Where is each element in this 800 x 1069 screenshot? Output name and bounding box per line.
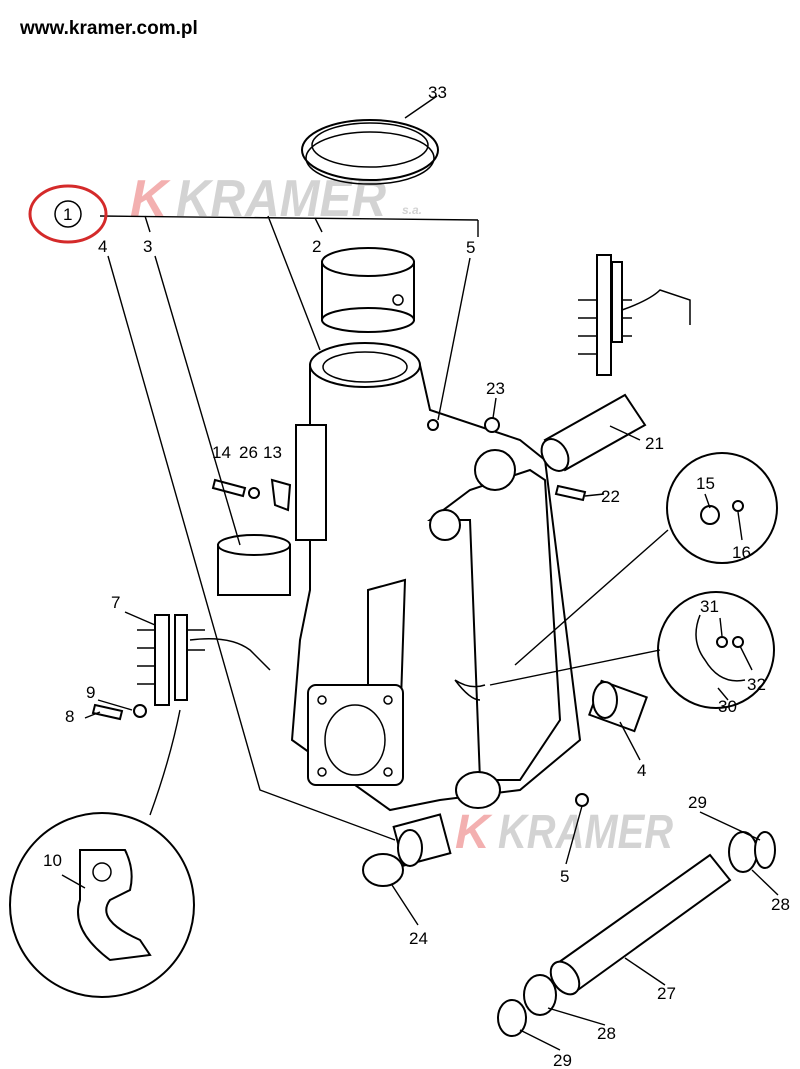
callout-29: 29	[688, 793, 707, 812]
part-29-circlip-left	[497, 999, 527, 1037]
detail-circle-15-16	[514, 452, 778, 666]
watermark-suffix: s.a.	[402, 203, 422, 217]
part-4-bushing	[392, 679, 648, 867]
website-url: www.kramer.com.pl	[20, 18, 198, 39]
svg-text:K: K	[455, 806, 493, 859]
part-3-bushing	[217, 534, 291, 596]
part-33-seal-ring	[301, 119, 439, 185]
callout-10: 10	[43, 851, 62, 870]
part-29-circlip-right	[754, 831, 776, 869]
callout-14: 14	[212, 443, 231, 462]
callout-33: 33	[428, 83, 447, 102]
part-27-shaft	[549, 853, 732, 996]
detail-circle-30-31-32	[489, 591, 775, 709]
callout-27: 27	[657, 984, 676, 1003]
part-2-bushing	[321, 247, 415, 333]
callout-3: 3	[143, 237, 152, 256]
part-24-washer	[362, 853, 404, 887]
callout-4: 4	[98, 237, 107, 256]
callout-21: 21	[645, 434, 664, 453]
grease-manifold-lower	[137, 614, 271, 706]
callout-5: 5	[466, 238, 475, 257]
callout-29-lower: 29	[553, 1051, 572, 1069]
callout-30: 30	[718, 697, 737, 716]
main-housing	[290, 342, 582, 812]
callout-7: 7	[111, 593, 120, 612]
callout-4-lower: 4	[637, 761, 646, 780]
kramer-watermark-bottom: K KRAMER	[455, 806, 673, 859]
part-28-washer-left	[523, 974, 557, 1016]
svg-text:K: K	[130, 170, 171, 228]
leader-lines	[61, 95, 779, 1051]
grease-manifold-upper	[578, 254, 691, 376]
callout-31: 31	[700, 597, 719, 616]
callout-16: 16	[732, 543, 751, 562]
callout-23: 23	[486, 379, 505, 398]
callout-28-lower: 28	[597, 1024, 616, 1043]
callout-labels: 33 1 4 3 2 5 23 21 14 26 13 22 15 16 7 3…	[43, 83, 790, 1069]
callout-1: 1	[63, 205, 72, 224]
part-28-washer-right	[728, 831, 758, 873]
callout-2: 2	[312, 237, 321, 256]
callout-15: 15	[696, 474, 715, 493]
callout-22: 22	[601, 487, 620, 506]
bolts-and-nuts	[91, 417, 589, 807]
part-21-pin	[540, 393, 647, 472]
detail-circle-10	[9, 709, 195, 998]
callout-26: 26	[239, 443, 258, 462]
callout-5-lower: 5	[560, 867, 569, 886]
callout-8: 8	[65, 707, 74, 726]
highlight-circle	[28, 184, 108, 244]
callout-32: 32	[747, 675, 766, 694]
callout-1-bubble	[54, 200, 82, 228]
watermark-text: KRAMER	[498, 806, 673, 859]
callout-24: 24	[409, 929, 428, 948]
callout-13: 13	[263, 443, 282, 462]
callout-9: 9	[86, 683, 95, 702]
callout-28: 28	[771, 895, 790, 914]
